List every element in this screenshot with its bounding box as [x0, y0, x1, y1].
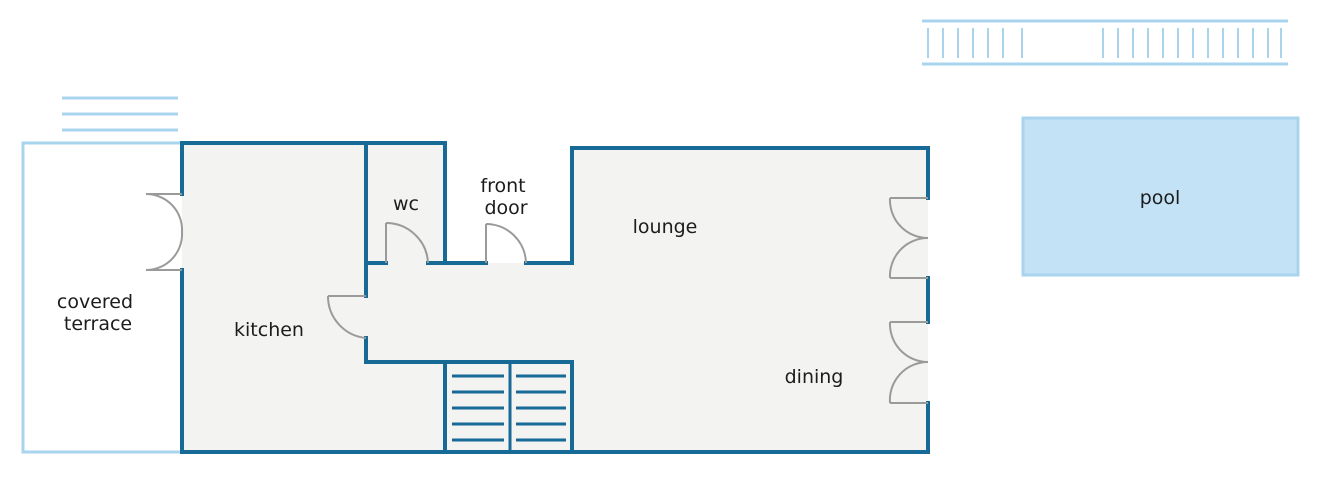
label-pool: pool	[1140, 187, 1181, 209]
label-wc: wc	[393, 193, 419, 215]
covered-terrace-outline	[21, 141, 182, 454]
label-terrace: terrace	[64, 313, 132, 335]
label-front-door: front door	[480, 175, 531, 219]
door-wc	[385, 221, 429, 264]
door-terrace	[145, 192, 184, 272]
walls	[180, 141, 930, 454]
label-covered: covered	[57, 291, 133, 313]
label-front: front	[480, 175, 525, 197]
house-floor	[182, 143, 928, 452]
door-kitchen	[326, 295, 367, 339]
label-door: door	[484, 197, 527, 219]
label-dining: dining	[785, 366, 844, 388]
doors	[145, 192, 929, 404]
door-dining	[888, 321, 929, 404]
door-lounge	[888, 197, 929, 279]
pool	[1021, 116, 1300, 277]
label-kitchen: kitchen	[234, 319, 304, 341]
terrace-steps	[62, 96, 178, 132]
pergola-slats	[922, 19, 1288, 66]
label-lounge: lounge	[633, 216, 698, 238]
label-covered-terrace: covered terrace	[57, 291, 139, 335]
door-front	[485, 223, 527, 264]
staircase	[452, 362, 566, 452]
